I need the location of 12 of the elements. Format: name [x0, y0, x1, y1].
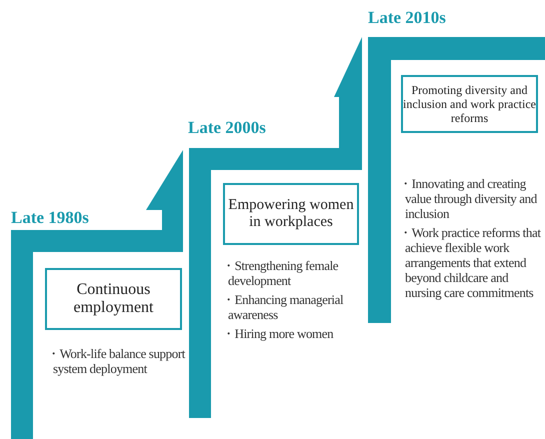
bullet-point: ・Work-life balance support system deployment	[47, 346, 186, 376]
bullet-point: ・Innovating and creating value through diversity and inclusion	[399, 176, 538, 221]
topic-box: Continuous employment	[45, 268, 182, 330]
period-heading: Late 2010s	[368, 8, 446, 28]
topic-box: Empowering women in workplaces	[223, 183, 359, 245]
bullet-point: ・Strengthening female development	[222, 258, 340, 288]
topic-box: Promoting diversity and inclusion and work practice reforms	[401, 75, 538, 133]
bullet-point: ・Work practice reforms that achieve flexible work arrangements that extend beyond childcare and nursing care commitments	[399, 225, 542, 300]
period-heading: Late 1980s	[11, 208, 89, 228]
bullet-point: ・Hiring more women	[222, 326, 334, 341]
bullet-point: ・Enhancing managerial awareness	[222, 292, 344, 322]
period-heading: Late 2000s	[188, 118, 266, 138]
